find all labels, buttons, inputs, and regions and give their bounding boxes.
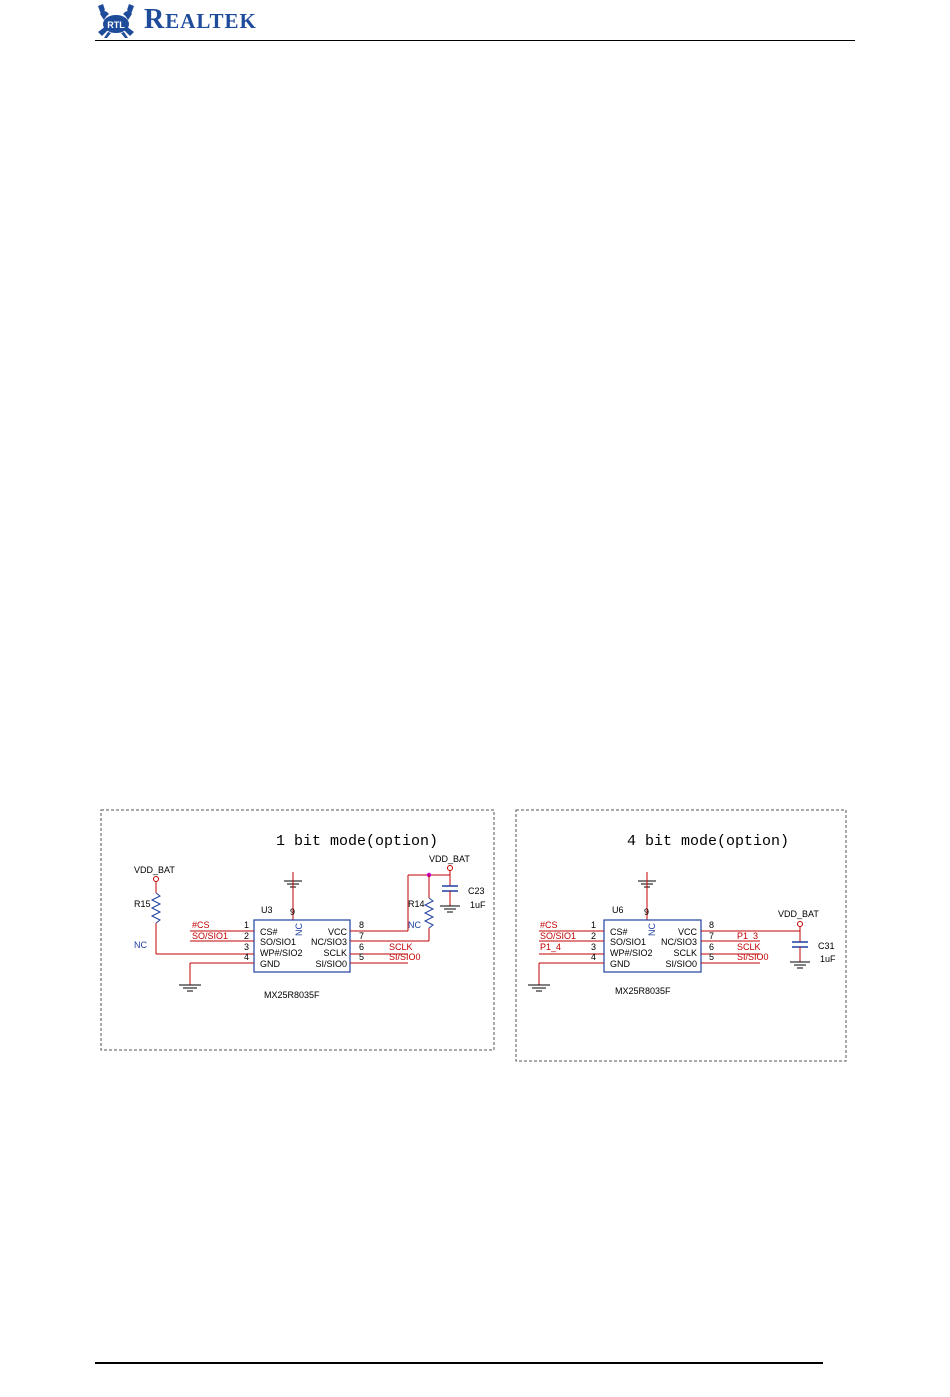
u6-part: MX25R8035F [615,986,671,996]
c23-rail-label: VDD_BAT [429,854,470,864]
svg-text:5: 5 [359,952,364,962]
c31-value: 1uF [820,954,836,964]
realtek-crab-logo-icon: RTL [98,4,134,38]
svg-text:SO/SIO1: SO/SIO1 [610,937,646,947]
u6-right-pins: 8 7 6 5 VCC NC/SIO3 SCLK SI/SIO0 P1_3 SC… [661,920,800,969]
c23-value: 1uF [470,900,486,910]
svg-text:NC/SIO3: NC/SIO3 [661,937,697,947]
u6-chip [603,919,702,973]
u3-chip [253,919,351,973]
r15-rail-label: VDD_BAT [134,865,175,875]
svg-text:6: 6 [709,942,714,952]
net-label: SO/SIO1 [540,931,576,941]
r15-ref: R15 [134,899,151,909]
svg-text:2: 2 [244,931,249,941]
c31-rail-label: VDD_BAT [778,909,819,919]
u3-ref: U3 [261,905,273,915]
r15-value: NC [134,940,147,950]
vdd-terminal [447,865,453,871]
net-label: SCLK [737,942,761,952]
net-label: P1_3 [737,931,758,941]
right-panel-border [515,809,847,1062]
svg-text:SI/SIO0: SI/SIO0 [665,959,697,969]
svg-text:1: 1 [591,920,596,930]
svg-text:2: 2 [591,931,596,941]
u6-ref: U6 [612,905,624,915]
brand-name: REALTEK [144,4,257,35]
svg-text:6: 6 [359,942,364,952]
c23-ref: C23 [468,886,485,896]
svg-text:SO/SIO1: SO/SIO1 [260,937,296,947]
svg-text:WP#/SIO2: WP#/SIO2 [260,948,303,958]
left-panel-title: 1 bit mode(option) [276,833,438,850]
right-panel-title: 4 bit mode(option) [627,833,789,850]
svg-text:SCLK: SCLK [323,948,347,958]
u6-left-pins: 1 2 3 4 CS# SO/SIO1 WP#/SIO2 GND #CS SO/… [539,920,653,969]
page-header: RTL REALTEK [0,0,950,60]
svg-text:3: 3 [244,942,249,952]
svg-text:8: 8 [709,920,714,930]
svg-text:NC/SIO3: NC/SIO3 [311,937,347,947]
u3-left-pins: 1 2 3 4 CS# SO/SIO1 WP#/SIO2 GND #CS SO/… [156,920,303,969]
svg-text:7: 7 [709,931,714,941]
u3-part: MX25R8035F [264,990,320,1000]
svg-text:8: 8 [359,920,364,930]
svg-text:SI/SIO0: SI/SIO0 [315,959,347,969]
svg-text:4: 4 [591,952,596,962]
u6-top-pin-name: NC [647,923,657,936]
svg-text:SCLK: SCLK [673,948,697,958]
svg-text:7: 7 [359,931,364,941]
right-panel: 4 bit mode(option) 9 NC U6 MX25R8035F 1 … [515,809,847,1062]
svg-text:GND: GND [610,959,631,969]
svg-text:1: 1 [244,920,249,930]
u3-right-pins: 8 7 6 5 VCC NC/SIO3 SCLK SI/SIO0 SCLK SI… [311,920,429,969]
header-rule [95,40,855,41]
svg-text:4: 4 [244,952,249,962]
net-label: #CS [192,920,210,930]
svg-text:WP#/SIO2: WP#/SIO2 [610,948,653,958]
net-label: SO/SIO1 [192,931,228,941]
r15-rail-terminal [153,876,159,882]
svg-text:GND: GND [260,959,281,969]
net-label: SCLK [389,942,413,952]
r14-value: NC [408,920,421,930]
r14-ref: R14 [408,899,425,909]
svg-text:VCC: VCC [328,927,348,937]
svg-text:3: 3 [591,942,596,952]
left-panel-border [100,809,495,1051]
r15-resistor [150,892,162,924]
vdd-terminal [797,921,803,927]
u3-top-pin-num: 9 [290,907,295,917]
net-label: SI/SIO0 [737,952,769,962]
svg-text:RTL: RTL [107,20,125,30]
left-panel: 1 bit mode(option) VDD_BAT R15 NC 9 NC U… [100,809,495,1051]
net-label: #CS [540,920,558,930]
c31-ref: C31 [818,941,835,951]
svg-text:5: 5 [709,952,714,962]
r14-resistor [423,897,435,929]
svg-text:VCC: VCC [678,927,698,937]
u3-top-pin-name: NC [294,923,304,936]
u6-top-pin-num: 9 [644,907,649,917]
footer-rule [95,1362,823,1364]
net-label: SI/SIO0 [389,952,421,962]
net-label: P1_4 [540,942,561,952]
svg-text:CS#: CS# [260,927,278,937]
svg-text:CS#: CS# [610,927,628,937]
